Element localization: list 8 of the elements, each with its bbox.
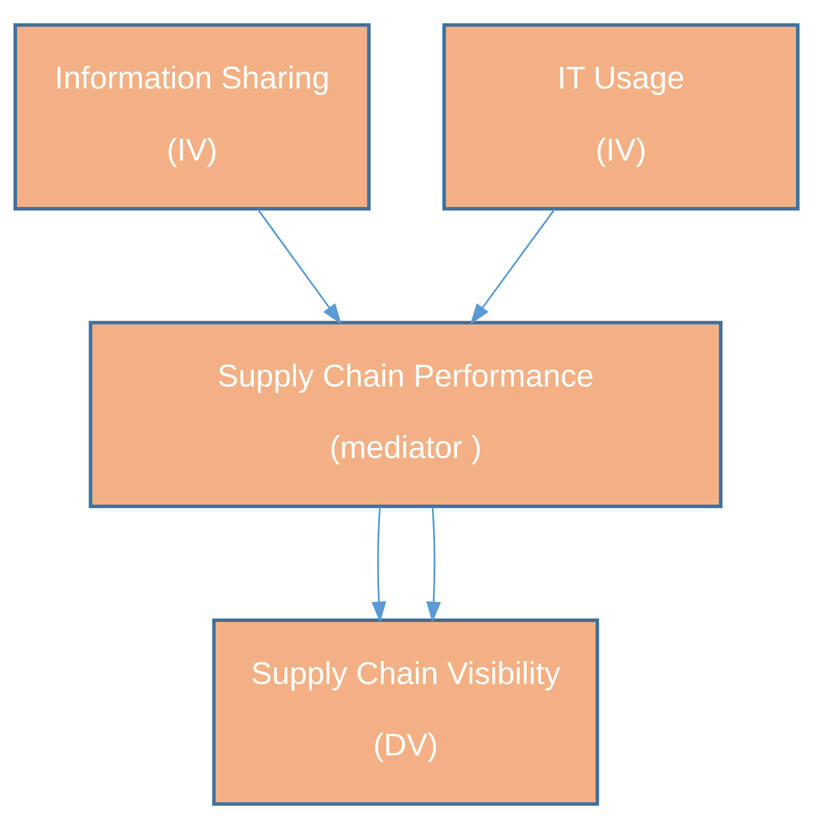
arrow xyxy=(426,506,441,623)
arrow xyxy=(372,506,386,623)
node-box: Information Sharing (IV) xyxy=(14,23,371,211)
node-box: Supply Chain Visibility (DV) xyxy=(212,618,600,806)
node-box: IT Usage (IV) xyxy=(442,23,800,211)
arrow xyxy=(470,208,556,325)
node-box: Supply Chain Performance (mediator ) xyxy=(88,320,722,508)
arrow xyxy=(257,208,342,325)
